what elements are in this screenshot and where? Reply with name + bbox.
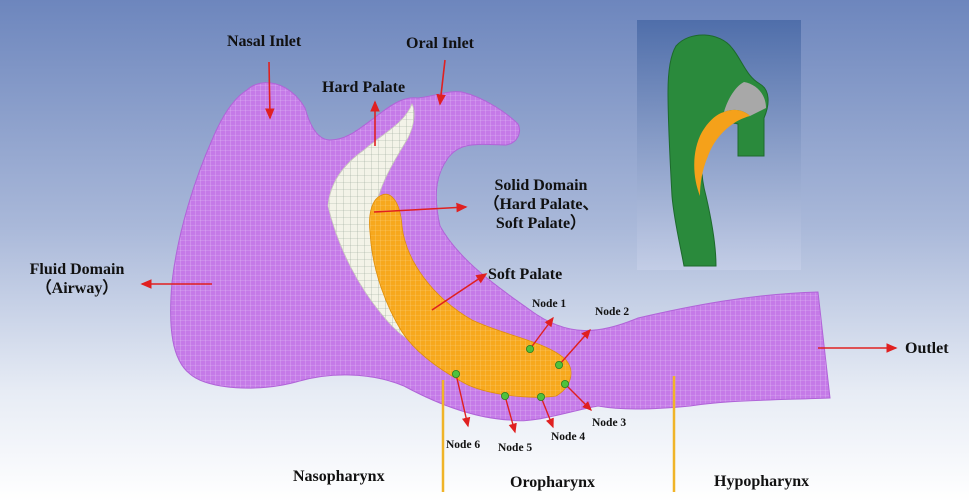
nasal-inlet-arrow [269,62,270,118]
fluid-domain-line-2: （Airway） [18,279,136,298]
node-5-marker [501,392,508,399]
node-3-marker [561,380,568,387]
inset-geometry-view [637,20,801,270]
node-3-label: Node 3 [592,417,626,431]
fluid-domain-line-1: Fluid Domain [18,260,136,279]
soft-palate-label: Soft Palate [488,265,562,284]
node-1-marker [526,345,533,352]
nasopharynx-label: Nasopharynx [293,467,385,486]
nasal-inlet-label: Nasal Inlet [227,32,301,51]
node-5-label: Node 5 [498,442,532,456]
outlet-label: Outlet [905,339,949,358]
solid-domain-line-1: Solid Domain [470,176,612,195]
node-4-marker [537,393,544,400]
node-1-label: Node 1 [532,298,566,312]
node-4-label: Node 4 [551,431,585,445]
hard-palate-label: Hard Palate [322,78,405,97]
node-6-marker [452,370,459,377]
hypopharynx-label: Hypopharynx [714,472,809,491]
node-2-label: Node 2 [595,306,629,320]
solid-domain-line-3: Soft Palate） [470,214,612,233]
node-2-marker [555,361,562,368]
node-6-label: Node 6 [446,439,480,453]
solid-domain-label: Solid Domain （Hard Palate、 Soft Palate） [470,176,612,234]
oropharynx-label: Oropharynx [510,473,595,492]
oral-inlet-label: Oral Inlet [406,34,474,53]
solid-domain-line-2: （Hard Palate、 [470,195,612,214]
fluid-domain-label: Fluid Domain （Airway） [18,260,136,298]
